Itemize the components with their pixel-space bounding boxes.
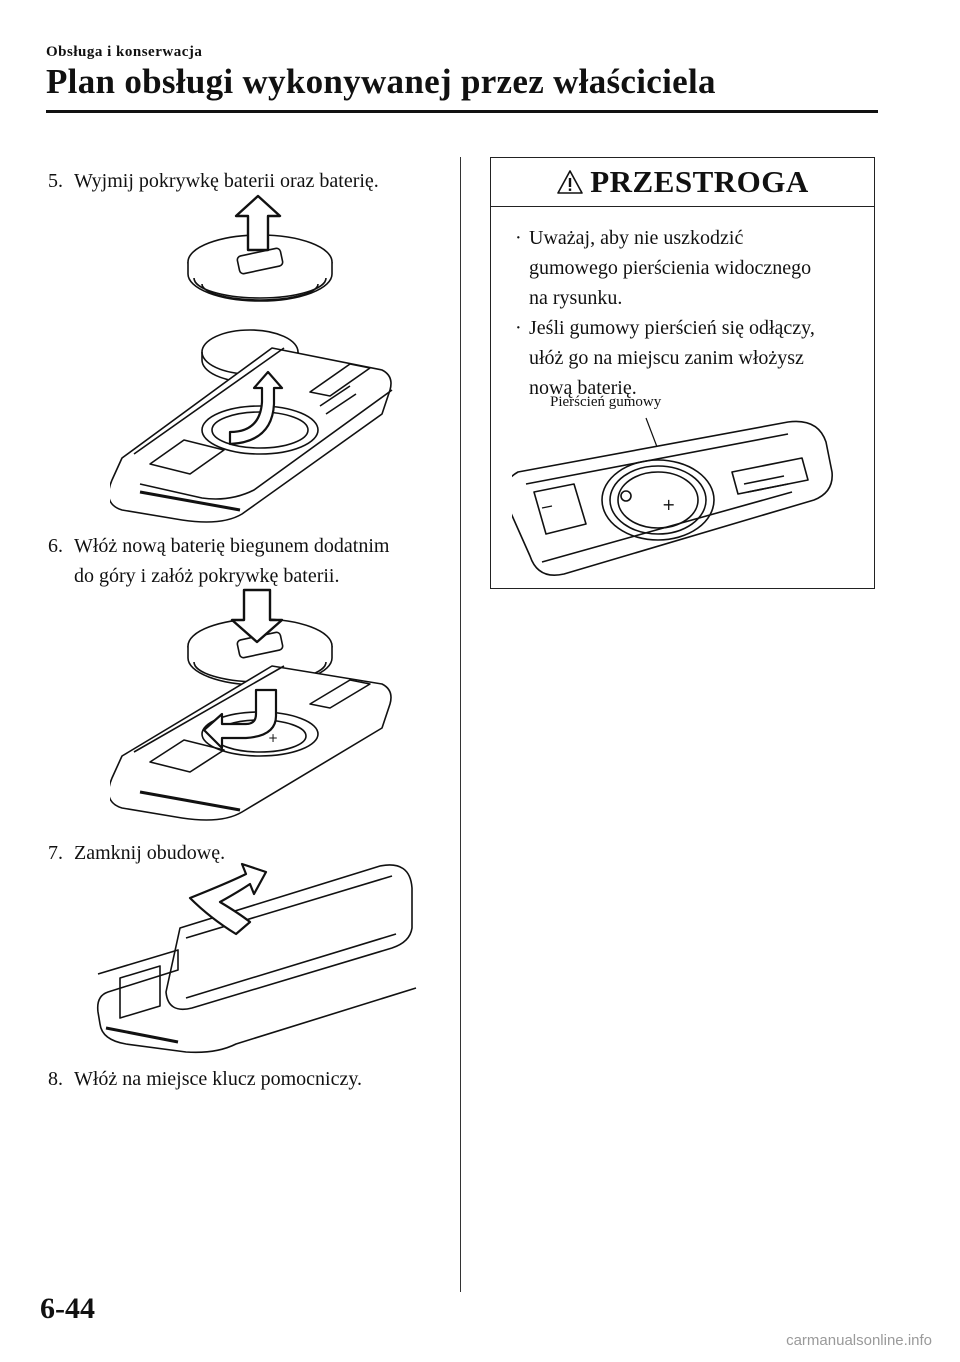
caution-title: PRZESTROGA [590, 164, 809, 199]
caution-line: Jeśli gumowy pierścień się odłączy, [529, 317, 815, 339]
step-7: 7. Zamknij obudowę. [48, 838, 448, 868]
step-text: Wyjmij pokrywkę baterii oraz baterię. [74, 170, 379, 192]
step-text: Włóż nową baterię biegunem dodatnim [74, 535, 390, 557]
caution-item: · Uważaj, aby nie uszkodzić gumowego pie… [513, 223, 860, 313]
figure-insert-battery: + [110, 588, 392, 821]
step-number: 7. [48, 842, 63, 864]
section-label: Obsługa i konserwacja [46, 44, 203, 60]
curved-arrow-icon [188, 862, 268, 936]
key-top-cover [165, 864, 413, 1011]
svg-text:+: + [662, 495, 675, 514]
column-divider [460, 157, 461, 1292]
curved-arrow-icon [228, 370, 284, 446]
svg-text:+: + [268, 731, 278, 745]
step-8: 8. Włóż na miejsce klucz pomocniczy. [48, 1064, 448, 1094]
caution-item: · Jeśli gumowy pierścień się odłączy, uł… [513, 313, 860, 403]
rubber-ring [601, 459, 715, 541]
caution-line: Uważaj, aby nie uszkodzić [529, 227, 744, 249]
figure-remove-battery: + [110, 194, 393, 523]
step-6: 6. Włóż nową baterię biegunem dodatnim do… [48, 531, 448, 591]
step-5: 5. Wyjmij pokrywkę baterii oraz baterię. [48, 166, 448, 196]
caution-list: · Uważaj, aby nie uszkodzić gumowego pie… [491, 207, 874, 403]
caution-box: PRZESTROGA · Uważaj, aby nie uszkodzić g… [490, 157, 875, 589]
step-text: Zamknij obudowę. [74, 842, 226, 864]
key-base [96, 949, 417, 1054]
step-number: 8. [48, 1068, 63, 1090]
caution-header: PRZESTROGA [491, 158, 874, 207]
watermark: carmanualsonline.info [786, 1332, 932, 1349]
caution-line: gumowego pierścienia widocznego [529, 257, 812, 279]
caution-line: nową baterię. [529, 377, 637, 399]
figure-rubber-ring: + [512, 417, 833, 576]
step-text-continued: do góry i załóż pokrywkę baterii. [74, 565, 340, 587]
page-title: Plan obsługi wykonywanej przez właścicie… [46, 62, 716, 101]
arrow-up-icon [234, 194, 282, 252]
figure-close-case [96, 862, 417, 1054]
key-housing [512, 420, 833, 576]
step-number: 5. [48, 170, 63, 192]
page-number: 6-44 [40, 1292, 95, 1325]
battery-cover-rim [187, 262, 333, 302]
arrow-down-icon [230, 588, 284, 644]
arrow-down-icon [202, 688, 278, 750]
step-text: Włóż na miejsce klucz pomocniczy. [74, 1068, 363, 1090]
warning-triangle-icon [557, 170, 583, 194]
figure-callout-label: Pierścień gumowy [550, 394, 662, 410]
caution-line: ułóż go na miejscu zanim włożysz [529, 347, 804, 369]
step-number: 6. [48, 535, 63, 557]
title-rule [46, 110, 878, 113]
caution-line: na rysunku. [529, 287, 623, 309]
bullet-icon: · [515, 227, 522, 249]
bullet-icon: · [515, 317, 522, 339]
